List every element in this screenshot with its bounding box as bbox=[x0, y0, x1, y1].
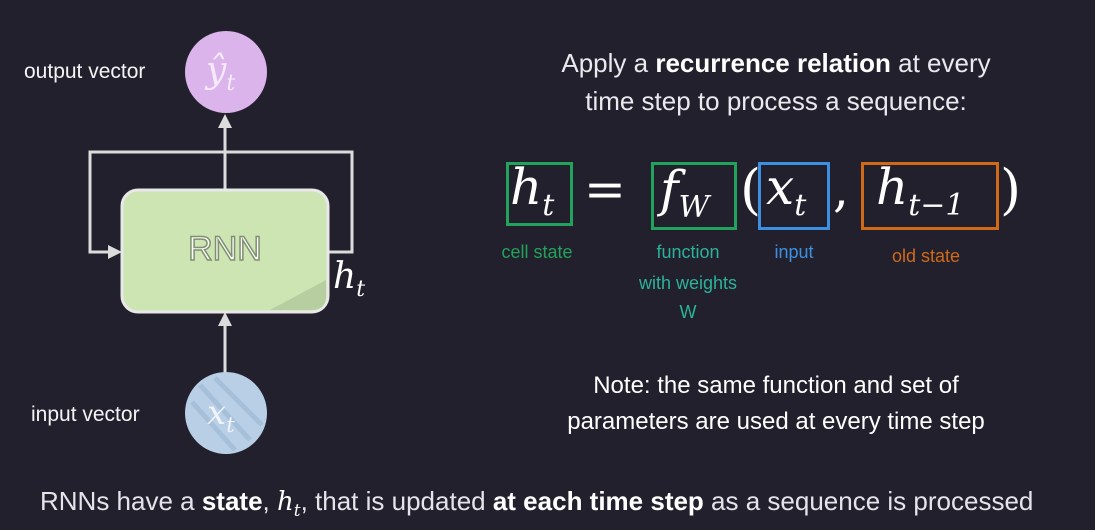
eq-f-w: fW bbox=[660, 160, 710, 225]
recurrence-loop-arrow bbox=[88, 150, 354, 254]
rnn-box-shade bbox=[270, 280, 326, 310]
input-symbol: xt bbox=[207, 393, 235, 437]
loop-arrowhead bbox=[108, 245, 122, 259]
eq-h-t: ht bbox=[510, 158, 555, 223]
cell-state-caption: cell state bbox=[501, 242, 573, 262]
note-line-1: Note: the same function and set of bbox=[593, 372, 959, 399]
f-w-box bbox=[651, 162, 737, 230]
rnn-diagram bbox=[88, 31, 354, 454]
eq-close-paren: ) bbox=[1000, 158, 1022, 221]
eq-h-prev: ht−1 bbox=[876, 158, 965, 223]
eq-open-paren: ( bbox=[740, 158, 762, 221]
x-t-box bbox=[758, 162, 830, 230]
h-prev-box bbox=[861, 162, 999, 230]
input-node-texture bbox=[190, 376, 264, 452]
state-symbol: ht bbox=[333, 256, 366, 303]
function-caption-1: function bbox=[656, 242, 720, 262]
output-arrowhead bbox=[218, 114, 232, 128]
function-caption-2: with weights bbox=[638, 273, 738, 293]
function-caption-3: W bbox=[679, 302, 697, 322]
output-vector-label: output vector bbox=[24, 60, 146, 83]
rnn-cell-box bbox=[120, 188, 330, 314]
output-symbol: ŷt bbox=[206, 50, 236, 97]
eq-comma: , bbox=[833, 160, 849, 218]
input-vector-label: input vector bbox=[31, 403, 140, 426]
heading-line-1: Apply a recurrence relation at every bbox=[561, 48, 991, 78]
rnn-label: RNN bbox=[187, 229, 262, 269]
note-line-2: parameters are used at every time step bbox=[567, 408, 985, 435]
h-t-box bbox=[506, 162, 573, 226]
eq-x-t: xt bbox=[766, 158, 807, 223]
old-state-caption: old state bbox=[891, 246, 961, 266]
output-node bbox=[185, 31, 267, 113]
eq-equals: = bbox=[584, 160, 626, 218]
heading-line-2: time step to process a sequence: bbox=[585, 86, 967, 116]
input-caption: input bbox=[774, 242, 814, 262]
input-arrowhead bbox=[218, 312, 232, 326]
footer-sentence: RNNs have a state, ht, that is updated a… bbox=[40, 486, 1034, 522]
